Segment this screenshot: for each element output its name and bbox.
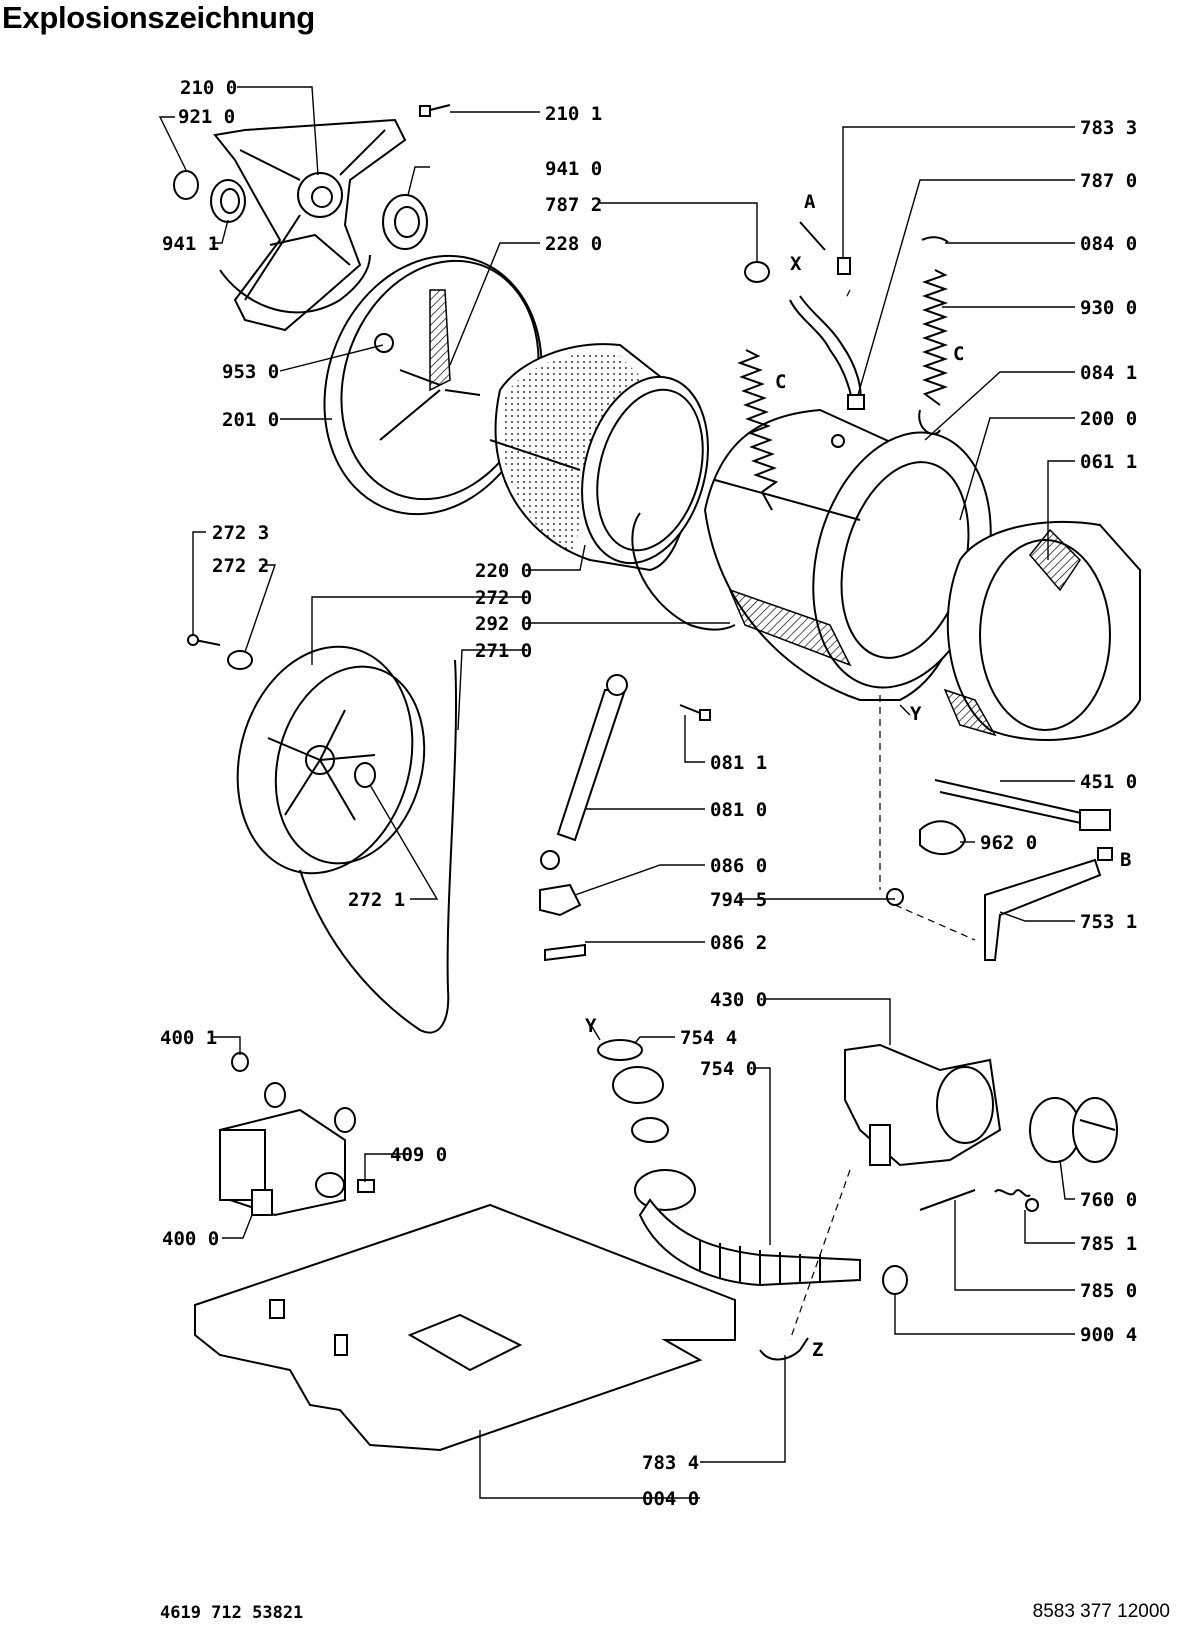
label-y-tub: Y: [910, 703, 922, 725]
connector-dash: [844, 289, 851, 301]
drum-part: [489, 343, 709, 572]
label-962-0: 962 0: [980, 832, 1037, 854]
label-084-0: 084 0: [1080, 233, 1137, 255]
leader-lines: [158, 86, 1075, 1499]
wire-part: [631, 512, 736, 631]
tub-front-part: [703, 408, 992, 701]
label-210-0: 210 0: [180, 77, 237, 99]
label-451-0: 451 0: [1080, 771, 1137, 793]
label-941-0: 941 0: [545, 158, 602, 180]
hose-clamp-2-part: [882, 1265, 908, 1295]
wire-clip-part: [919, 1189, 1039, 1212]
label-210-1: 210 1: [545, 103, 602, 125]
label-004-0: 004 0: [642, 1488, 699, 1510]
label-201-0: 201 0: [222, 409, 279, 431]
label-c-left: C: [775, 371, 786, 393]
bearing-small-part: [210, 179, 246, 223]
label-272-2: 272 2: [212, 555, 269, 577]
label-084-1: 084 1: [1080, 362, 1137, 384]
label-430-0: 430 0: [710, 989, 767, 1011]
door-seal-part: [943, 520, 1141, 741]
label-c-right: C: [953, 343, 964, 365]
small-hose-part: [759, 1337, 809, 1361]
label-220-0: 220 0: [475, 560, 532, 582]
label-081-1: 081 1: [710, 752, 767, 774]
footer-right-number: 8583 377 12000: [1032, 1601, 1170, 1622]
label-409-0: 409 0: [390, 1144, 447, 1166]
shock-absorber-part: [540, 674, 711, 870]
label-794-5: 794 5: [710, 889, 767, 911]
cap-part: [886, 888, 904, 906]
label-953-0: 953 0: [222, 361, 279, 383]
connector-dash: [789, 1169, 851, 1341]
label-900-4: 900 4: [1080, 1324, 1137, 1346]
label-921-0: 921 0: [178, 106, 235, 128]
motor-part: [218, 1052, 375, 1217]
label-272-1: 272 1: [348, 889, 405, 911]
filter-part: [1029, 1097, 1118, 1163]
label-783-3: 783 3: [1080, 117, 1137, 139]
label-061-1: 061 1: [1080, 451, 1137, 473]
label-086-0: 086 0: [710, 855, 767, 877]
spring-c-part: [737, 349, 779, 511]
screw-part: [419, 104, 451, 117]
label-785-1: 785 1: [1080, 1233, 1137, 1255]
label-x: X: [790, 253, 802, 275]
label-200-0: 200 0: [1080, 408, 1137, 430]
page-title: Explosionszeichnung: [2, 0, 315, 35]
label-754-0: 754 0: [700, 1058, 757, 1080]
label-930-0: 930 0: [1080, 297, 1137, 319]
circlip-part: [173, 170, 199, 200]
filler-hose-part: [789, 221, 865, 410]
label-086-2: 086 2: [710, 932, 767, 954]
label-228-0: 228 0: [545, 233, 602, 255]
label-y-hose: Y: [585, 1015, 597, 1037]
rear-cross-part: [213, 118, 407, 332]
base-plate-part: [194, 1203, 736, 1452]
tub-back-part: [323, 254, 543, 516]
sensor-bracket-part: [984, 847, 1113, 961]
label-400-0: 400 0: [162, 1228, 219, 1250]
label-272-3: 272 3: [212, 522, 269, 544]
label-b: B: [1120, 849, 1131, 871]
label-787-2: 787 2: [545, 194, 602, 216]
footer-left-number: 4619 712 53821: [160, 1603, 304, 1623]
heater-element-part: [934, 779, 1111, 831]
bearing-large-part: [382, 194, 428, 250]
label-a: A: [804, 191, 816, 213]
label-760-0: 760 0: [1080, 1189, 1137, 1211]
label-753-1: 753 1: [1080, 911, 1137, 933]
clip-part: [544, 943, 586, 962]
hose-clamp-part: [744, 261, 770, 283]
label-754-4: 754 4: [680, 1027, 737, 1049]
label-787-0: 787 0: [1080, 170, 1137, 192]
label-271-0: 271 0: [475, 640, 532, 662]
label-z: Z: [812, 1339, 823, 1361]
connector-dash: [894, 904, 976, 941]
pulley-part: [236, 645, 426, 875]
drain-pump-part: [844, 1043, 1002, 1167]
label-081-0: 081 0: [710, 799, 767, 821]
spring-part: [918, 236, 949, 435]
label-292-0: 292 0: [475, 613, 532, 635]
seal-part: [919, 820, 967, 855]
belt-part: [299, 659, 458, 1034]
bracket-part: [539, 883, 582, 917]
label-785-0: 785 0: [1080, 1280, 1137, 1302]
label-783-4: 783 4: [642, 1452, 699, 1474]
part-labels: 210 0 921 0 210 1 941 0 787 2 941 1 228 …: [160, 77, 1137, 1510]
label-272-0: 272 0: [475, 587, 532, 609]
pulley-bolt-part: [187, 634, 376, 788]
label-400-1: 400 1: [160, 1027, 217, 1049]
drain-hose-part: [597, 1039, 861, 1287]
label-941-1: 941 1: [162, 233, 219, 255]
